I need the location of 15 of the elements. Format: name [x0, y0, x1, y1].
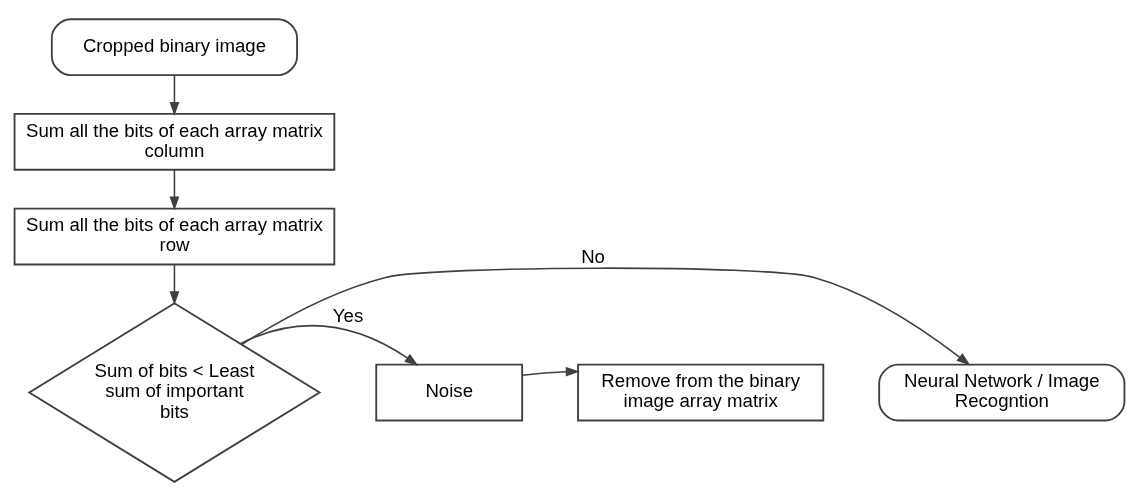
node-box: Noise — [375, 363, 524, 421]
node-box: Cropped binary image — [50, 17, 298, 76]
arrow — [169, 168, 180, 211]
edge-label: Yes — [332, 304, 364, 326]
node-diamond: Sum of bits < Least sum of important bits — [27, 301, 322, 483]
arrow — [169, 73, 180, 116]
node-box: Sum all the bits of each array matrix row — [13, 207, 336, 265]
node-box: Remove from the binary image array matrix — [577, 363, 825, 421]
arrow — [239, 324, 419, 366]
arrow — [521, 366, 580, 377]
arrow — [240, 266, 971, 366]
node-box: Neural Network / Image Recogntion — [878, 363, 1126, 421]
arrow — [169, 263, 180, 305]
edge-label: No — [581, 245, 605, 267]
node-box: Sum all the bits of each array matrix column — [13, 112, 336, 171]
